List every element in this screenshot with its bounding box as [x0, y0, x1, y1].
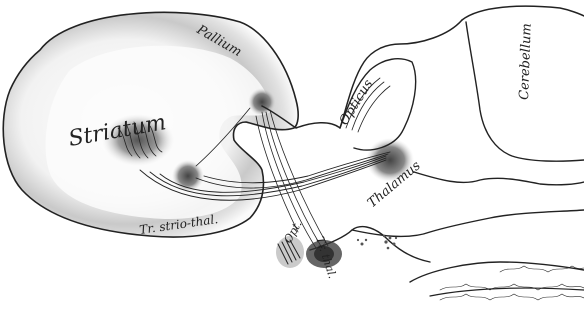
brainstem-outline: [414, 172, 584, 185]
cerebellum-outline: [462, 6, 584, 20]
spinal-texture: [440, 266, 584, 300]
ventral-floor: [410, 262, 584, 282]
medulla-outline: [352, 210, 584, 236]
label-cerebellum: Cerebellum: [517, 23, 535, 100]
label-opticus: Opticus: [337, 77, 377, 128]
